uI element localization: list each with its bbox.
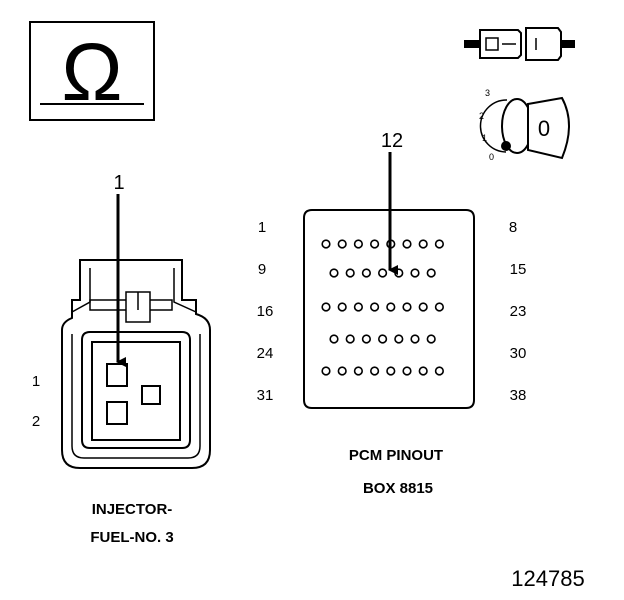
injector-pin-label-2: 2 bbox=[32, 413, 40, 430]
pcm-pin-30 bbox=[426, 334, 436, 344]
pcm-caption-line2: BOX 8815 bbox=[363, 480, 433, 497]
pcm-pin-12 bbox=[378, 268, 388, 278]
injector-caption-line2: FUEL-NO. 3 bbox=[90, 529, 173, 546]
pcm-left-label-31: 31 bbox=[257, 387, 274, 404]
injector-caption-line1: INJECTOR- bbox=[92, 501, 173, 518]
pcm-left-label-9: 9 bbox=[258, 261, 266, 278]
pcm-pin-8 bbox=[434, 239, 445, 249]
pcm-pin-7 bbox=[418, 239, 428, 249]
pcm-callout-label: 12 bbox=[381, 130, 403, 152]
pcm-pin-9 bbox=[329, 268, 339, 278]
pcm-pin-14 bbox=[410, 268, 420, 278]
pcm-pin-3 bbox=[353, 239, 364, 249]
pcm-pin-25 bbox=[345, 334, 355, 344]
pcm-pin-16 bbox=[321, 302, 331, 312]
pcm-pin-10 bbox=[345, 268, 355, 278]
pcm-pin-20 bbox=[386, 302, 396, 312]
pcm-pin-33 bbox=[353, 366, 364, 376]
pcm-pin-35 bbox=[386, 366, 396, 376]
pcm-right-label-30: 30 bbox=[510, 345, 527, 362]
pcm-right-label-15: 15 bbox=[510, 261, 527, 278]
injector-connector bbox=[61, 259, 211, 469]
pcm-pin-29 bbox=[410, 334, 420, 344]
pcm-right-label-23: 23 bbox=[510, 303, 527, 320]
pcm-pin-17 bbox=[337, 302, 347, 312]
injector-key bbox=[141, 385, 161, 405]
pcm-pin-34 bbox=[370, 366, 380, 376]
pcm-pin-11 bbox=[361, 268, 372, 278]
injector-pin-1 bbox=[106, 363, 128, 387]
key-position-1: 1 bbox=[482, 133, 487, 143]
pcm-pin-13 bbox=[394, 268, 404, 278]
pcm-pin-4 bbox=[370, 239, 380, 249]
pcm-pin-21 bbox=[402, 302, 412, 312]
pcm-pin-32 bbox=[337, 366, 347, 376]
injector-callout-label: 1 bbox=[113, 172, 124, 194]
pcm-pin-19 bbox=[370, 302, 380, 312]
figure-number: 124785 bbox=[511, 566, 584, 591]
key-position-3: 3 bbox=[485, 88, 490, 98]
pcm-pin-37 bbox=[418, 366, 428, 376]
pcm-pin-31 bbox=[321, 366, 331, 376]
pcm-pin-38 bbox=[434, 366, 445, 376]
pcm-pin-24 bbox=[329, 334, 339, 344]
pcm-pin-27 bbox=[378, 334, 388, 344]
pcm-pin-18 bbox=[353, 302, 364, 312]
key-label: 0 bbox=[538, 116, 550, 141]
pcm-pin-22 bbox=[418, 302, 428, 312]
key-position-2: 2 bbox=[479, 111, 484, 121]
pcm-connector bbox=[303, 209, 475, 409]
pcm-pin-23 bbox=[434, 302, 445, 312]
ohmmeter-symbol: Ω bbox=[29, 21, 155, 121]
pcm-pin-36 bbox=[402, 366, 412, 376]
injector-pin-label-1: 1 bbox=[32, 373, 40, 390]
pcm-caption-line1: PCM PINOUT bbox=[349, 447, 443, 464]
pcm-pin-15 bbox=[426, 268, 436, 278]
pcm-right-label-38: 38 bbox=[510, 387, 527, 404]
ohm-icon: Ω bbox=[61, 27, 122, 118]
pcm-pin-6 bbox=[402, 239, 412, 249]
pcm-left-label-1: 1 bbox=[258, 219, 266, 236]
injector-pin-2 bbox=[106, 401, 128, 425]
pcm-pin-2 bbox=[337, 239, 347, 249]
pcm-left-label-24: 24 bbox=[257, 345, 274, 362]
pcm-pin-grid bbox=[321, 239, 445, 376]
disconnected-connector-icon bbox=[464, 27, 575, 61]
pcm-pin-26 bbox=[361, 334, 372, 344]
key-position-0: 0 bbox=[489, 152, 494, 162]
pcm-pin-1 bbox=[321, 239, 331, 249]
pcm-right-label-8: 8 bbox=[509, 219, 517, 236]
pcm-left-label-16: 16 bbox=[257, 303, 274, 320]
pcm-pin-28 bbox=[394, 334, 404, 344]
ignition-key-icon: 3 2 1 0 0 bbox=[479, 88, 570, 162]
